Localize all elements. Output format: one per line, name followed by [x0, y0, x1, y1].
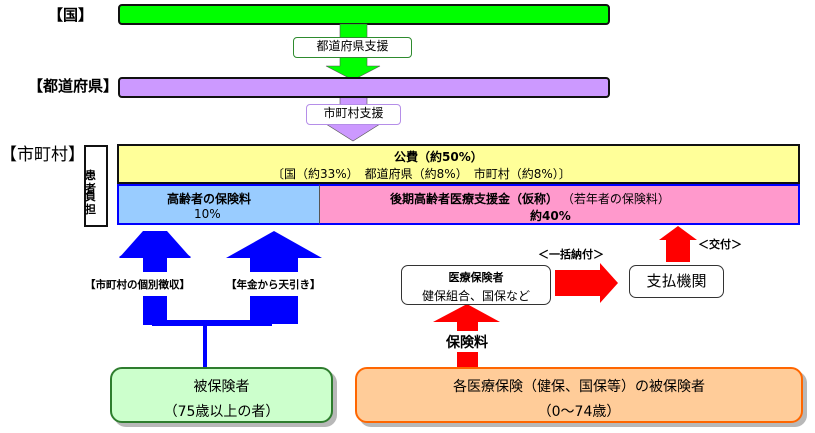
- public-funding-title: 公費（約50%）: [394, 150, 483, 164]
- support-fund-box: 後期高齢者医療支援金（仮称） （若年者の保険料） 約40%: [320, 184, 800, 225]
- public-funding-box: 公費（約50%） 〔国（約33%） 都道府県（約8%） 市町村（約8%）〕: [117, 144, 800, 184]
- lump-payment-label: ＜一括納付＞: [538, 248, 604, 261]
- public-funding-breakdown: 〔国（約33%） 都道府県（約8%） 市町村（約8%）〕: [272, 167, 571, 181]
- support-fund-note: （若年者の保険料）: [561, 192, 670, 206]
- premium-arrow: [433, 304, 500, 322]
- blue-connector: [152, 320, 272, 326]
- payment-agency-label: 支払機関: [646, 272, 707, 290]
- support-fund-header: 後期高齢者医療支援金（仮称） （若年者の保険料）: [390, 190, 670, 207]
- insurers-box: 医療保険者 健保組合、国保など: [401, 265, 551, 305]
- patient-burden-line1: 患者: [85, 169, 96, 195]
- premium-arrow-base: [457, 352, 478, 367]
- support-fund-percent: 約40%: [530, 209, 571, 223]
- patient-burden-line2: 負担: [85, 190, 96, 216]
- patient-burden-box: 患者 負担: [84, 145, 108, 227]
- insured-elderly-box: 被保険者 （75歳以上の者）: [110, 367, 333, 423]
- support-fund-title: 後期高齢者医療支援金（仮称）: [390, 192, 559, 206]
- elderly-premium-title: 高齢者の保険料: [167, 192, 252, 206]
- premium-label: 保険料: [446, 335, 488, 351]
- prefecture-label: 【都道府県】: [28, 77, 119, 95]
- prefecture-support-label: 都道府県支援: [293, 37, 412, 58]
- pension-deduction-label: 【年金から天引き】: [226, 279, 321, 291]
- prefecture-bar: [118, 77, 610, 98]
- grant-label: ＜交付＞: [698, 238, 742, 251]
- individual-collection-label: 【市町村の個別徴収】: [85, 279, 190, 291]
- insurers-title: 医療保険者: [448, 271, 504, 284]
- lump-payment-arrow: [555, 263, 618, 303]
- national-label: 【国】: [48, 6, 94, 24]
- insured-young-box: 各医療保険（健保、国保等）の被保険者 （0～74歳）: [355, 367, 803, 423]
- payment-agency-box: 支払機関: [629, 265, 724, 298]
- insured-elderly-line2: （75歳以上の者）: [163, 404, 280, 420]
- municipal-support-label: 市町村支援: [306, 104, 401, 125]
- insurers-subtitle: 健保組合、国保など: [421, 289, 530, 303]
- elderly-premium-box: 高齢者の保険料 10%: [117, 184, 320, 225]
- grant-arrow: [659, 226, 697, 262]
- municipality-label: 【市町村】: [0, 145, 85, 165]
- insured-young-line1: 各医療保険（健保、国保等）の被保険者: [453, 379, 705, 395]
- elderly-premium-percent: 10%: [194, 207, 221, 221]
- blue-stem: [203, 325, 207, 367]
- insured-elderly-line1: 被保険者: [193, 379, 250, 395]
- insured-young-line2: （0～74歳）: [537, 404, 621, 420]
